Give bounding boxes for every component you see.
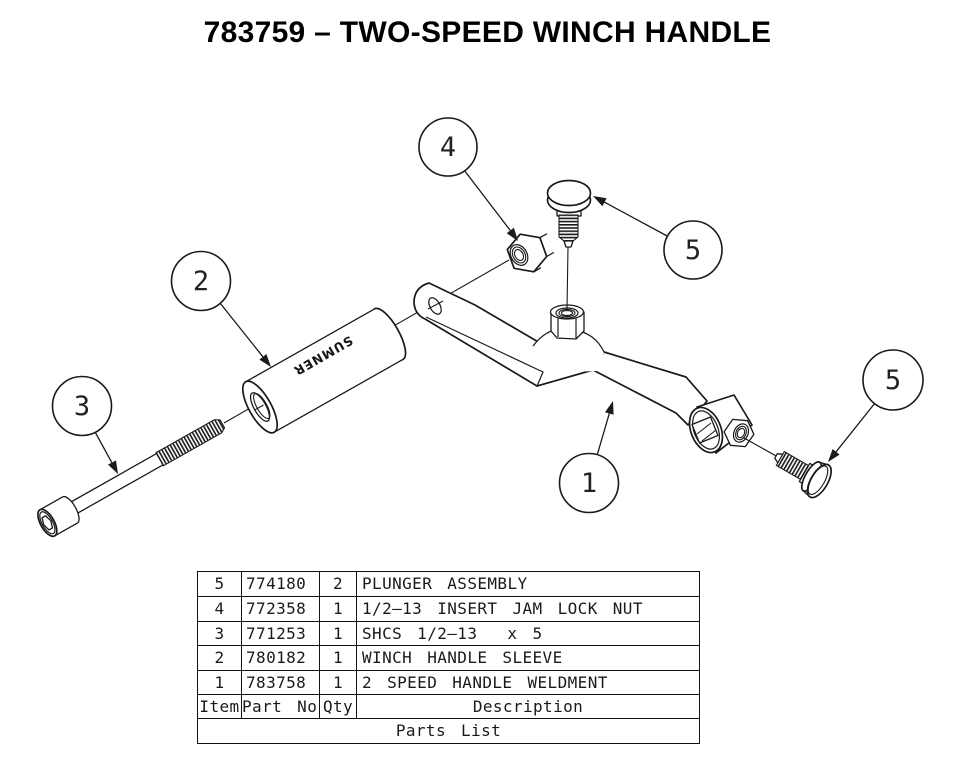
bolt-hex-socket-icon <box>41 515 54 531</box>
qty-cell: 1 <box>319 669 356 694</box>
winch-handle-sleeve <box>241 307 407 434</box>
jam-nut-threaded-bore <box>509 244 529 266</box>
parts-list-table: 5 774180 2 PLUNGER ASSEMBLY 4 772358 1 1… <box>197 571 700 744</box>
bolt-threads <box>155 419 226 467</box>
part-no-cell: 783758 <box>241 669 319 694</box>
handle-weldment <box>413 282 755 454</box>
part-no-cell: 772358 <box>241 596 319 621</box>
balloon-5-top <box>663 220 723 280</box>
balloon-4-label: 4 <box>440 132 456 163</box>
plunger-top-head <box>546 179 592 207</box>
item-cell: 4 <box>198 596 241 620</box>
weldment-dome <box>533 329 604 373</box>
arrowhead <box>506 227 518 241</box>
plunger-top <box>546 179 592 311</box>
plunger-top-threads <box>558 214 579 242</box>
callouts: 4 5 2 3 1 5 <box>51 117 924 514</box>
qty-cell: 2 <box>319 572 356 597</box>
qty-cell: 1 <box>319 645 356 670</box>
description-cell: SHCS 1/2–13 x 5 <box>356 620 699 646</box>
arrowhead <box>605 401 614 415</box>
table-title: Parts List <box>198 718 699 742</box>
item-cell: 3 <box>198 620 241 645</box>
qty-cell: 1 <box>319 620 356 646</box>
item-cell: 5 <box>214 574 225 593</box>
item-cell: 1 <box>198 669 241 694</box>
description-cell: 1/2–13 INSERT JAM LOCK NUT <box>356 596 699 621</box>
balloon-5-right-label: 5 <box>885 365 901 396</box>
balloon-2 <box>170 250 232 312</box>
qty-cell: 1 <box>319 596 356 621</box>
side-nut-threaded-hole <box>732 423 750 443</box>
balloon-3-label: 3 <box>74 391 90 422</box>
plunger-top-tip <box>563 240 574 248</box>
balloon-2-label: 2 <box>193 266 209 297</box>
balloon-1 <box>558 452 620 514</box>
square-drive-hole <box>691 416 719 444</box>
balloon-3 <box>51 375 113 437</box>
part-no-cell: 774180 <box>241 572 319 597</box>
plunger-top-centerline <box>566 246 569 311</box>
balloon-4 <box>418 117 478 177</box>
part-no-cell: 771253 <box>241 620 319 646</box>
balloon-1-label: 1 <box>581 468 597 499</box>
description-header: Description <box>356 693 699 719</box>
arrowhead <box>259 354 271 367</box>
arrowhead <box>108 460 118 474</box>
balloon-5-right <box>862 349 924 411</box>
item-header: Item <box>198 693 241 718</box>
balloon-5-top-label: 5 <box>685 235 701 266</box>
description-cell: WINCH HANDLE SLEEVE <box>356 645 699 670</box>
description-cell: PLUNGER ASSEMBLY <box>356 572 699 597</box>
description-cell: 2 SPEED HANDLE WELDMENT <box>356 669 699 694</box>
part-no-cell: 780182 <box>241 645 319 670</box>
item-cell: 2 <box>198 645 241 669</box>
shcs-bolt <box>37 419 226 538</box>
plunger-right <box>774 450 832 499</box>
arrowhead <box>593 196 607 207</box>
drawing-title: 783759 – TWO-SPEED WINCH HANDLE <box>203 16 772 49</box>
arrowhead <box>828 449 840 462</box>
qty-header: Qty <box>319 693 356 719</box>
part-no-header: Part No. <box>241 693 319 719</box>
plunger-right-centerline <box>743 437 779 458</box>
jam-lock-nut <box>506 233 555 273</box>
